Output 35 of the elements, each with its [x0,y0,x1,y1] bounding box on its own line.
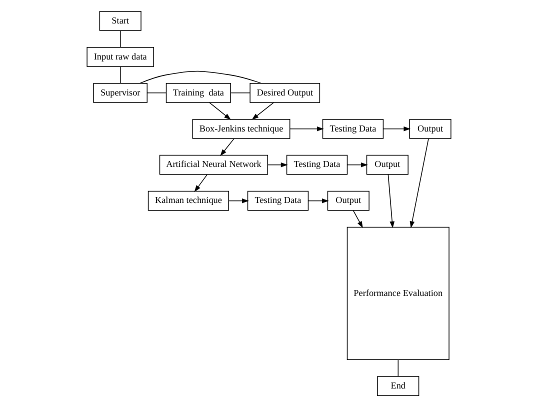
arrow [352,210,362,228]
connector [146,92,166,94]
node-box: Input raw data [86,47,154,67]
node-box: Start [98,11,141,31]
node-box: Output [408,118,451,139]
connector [119,30,120,48]
arrow [251,102,274,120]
node-box: Box-Jenkins technique [192,118,290,139]
arrow [382,126,410,132]
arrow [387,174,394,228]
arrow [289,126,324,132]
arrow [208,102,231,120]
arrow [307,198,328,204]
node-box: Kalman technique [147,190,229,211]
node-box: Artificial Neural Network [158,154,268,175]
connector [397,359,398,377]
arrow [194,174,207,192]
connector [230,92,250,94]
arrow [266,162,288,168]
node-box: Desired Output [249,82,320,103]
connector [139,70,261,84]
node-box: Output [366,154,408,175]
node-box: Performance Evaluation [346,226,449,360]
node-box: Testing Data [286,154,348,175]
node-box: Training data [165,82,230,103]
node-box: Supervisor [92,82,148,103]
arrow [228,198,248,204]
connector [119,66,120,84]
arrow [220,138,234,156]
node-box: Testing Data [322,118,384,139]
node-box: Testing Data [246,190,308,211]
arrow [409,138,428,228]
arrow [346,162,368,168]
node-box: Output [326,190,369,211]
node-box: End [376,376,419,396]
